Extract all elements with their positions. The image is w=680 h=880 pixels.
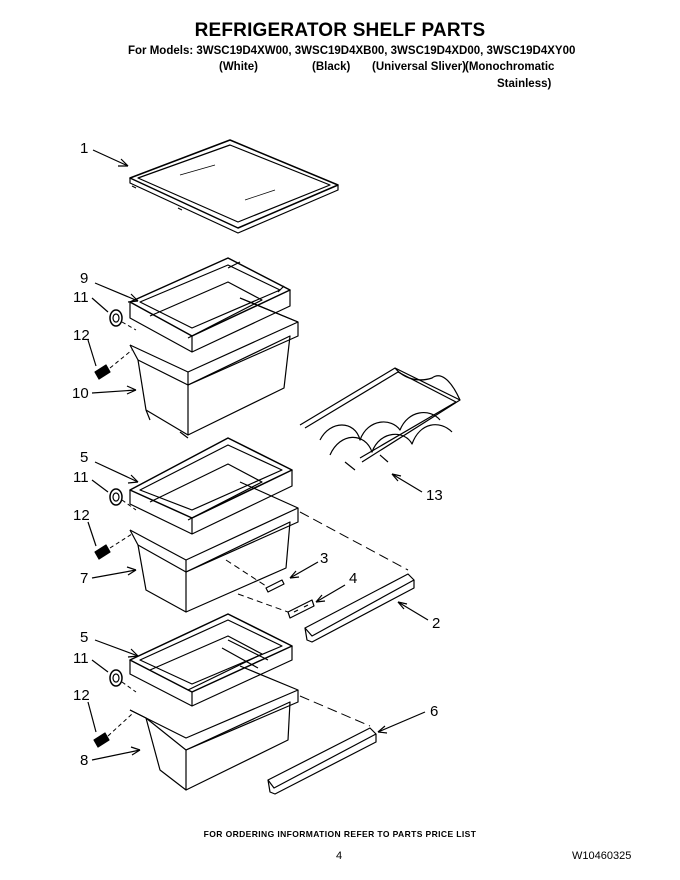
callout-3: 3 <box>320 550 328 567</box>
screw-12-a <box>94 364 111 380</box>
roller-11-a <box>109 309 123 327</box>
callout-5-a: 5 <box>80 449 88 466</box>
screw-12-b <box>94 544 111 560</box>
roller-11-c <box>109 669 123 687</box>
leader-lines <box>87 149 429 761</box>
bracket-4 <box>287 599 315 619</box>
callout-11-b: 11 <box>73 469 89 486</box>
callout-9: 9 <box>80 270 88 287</box>
glass-shelf-part <box>129 139 339 234</box>
models-line: For Models: 3WSC19D4XW00, 3WSC19D4XB00, … <box>128 45 576 57</box>
callout-7: 7 <box>80 570 88 587</box>
page-number: 4 <box>336 850 343 862</box>
callout-12-b: 12 <box>73 507 90 524</box>
crisper-drawer-10 <box>129 297 299 439</box>
callout-8: 8 <box>80 752 88 769</box>
crisper-drawer-7 <box>129 481 299 613</box>
crisper-cover-5-b <box>129 613 293 707</box>
callout-6: 6 <box>430 703 438 720</box>
rail-6 <box>267 727 377 795</box>
callout-12-a: 12 <box>73 327 90 344</box>
finish-stainless: Stainless) <box>497 78 552 90</box>
crisper-drawer-8 <box>129 665 299 791</box>
document-number: W10460325 <box>572 850 632 862</box>
callout-2: 2 <box>432 615 440 632</box>
ordering-note: FOR ORDERING INFORMATION REFER TO PARTS … <box>203 829 477 839</box>
callout-12-c: 12 <box>73 687 90 704</box>
callout-11-a: 11 <box>73 289 89 306</box>
finish-monochromatic: (Monochromatic <box>465 61 555 73</box>
wine-rack-13 <box>299 367 461 471</box>
roller-11-b <box>109 488 123 506</box>
finish-universal-sliver: (Universal Sliver) <box>372 61 466 73</box>
callout-13: 13 <box>426 487 443 504</box>
callout-10: 10 <box>72 385 89 402</box>
callout-5-b: 5 <box>80 629 88 646</box>
callout-11-c: 11 <box>73 650 89 667</box>
callout-1: 1 <box>80 140 88 157</box>
callout-4: 4 <box>349 570 357 587</box>
page-title: REFRIGERATOR SHELF PARTS <box>194 20 486 41</box>
crisper-cover-9 <box>129 257 291 353</box>
screw-12-c <box>93 732 110 748</box>
rail-2 <box>304 573 415 643</box>
bracket-3 <box>265 579 285 593</box>
finish-black: (Black) <box>312 61 351 73</box>
crisper-cover-5-a <box>129 437 293 535</box>
finish-white: (White) <box>219 61 258 73</box>
